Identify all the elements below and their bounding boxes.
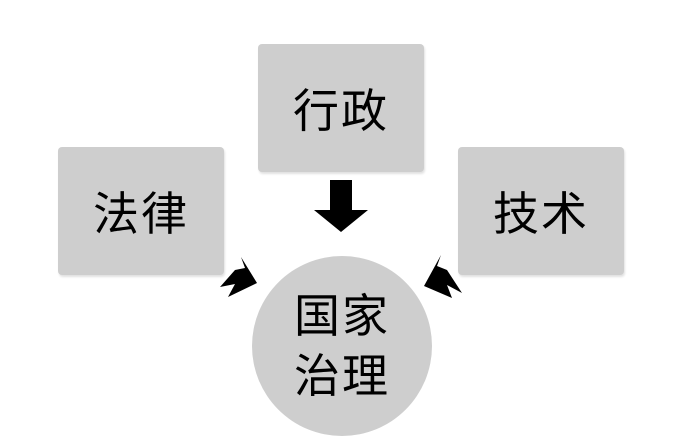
node-administration-label: 行政	[293, 84, 389, 138]
node-law: 法律	[58, 147, 224, 275]
node-law-label: 法律	[93, 187, 189, 241]
node-administration: 行政	[258, 44, 424, 172]
arrow-down-icon	[314, 180, 368, 232]
node-technology: 技术	[458, 147, 624, 275]
node-governance-line2: 治理	[294, 349, 390, 403]
node-governance-line1: 国家	[294, 289, 390, 343]
arrow-left-to-center-icon	[220, 257, 257, 297]
node-technology-label: 技术	[493, 187, 589, 241]
node-national-governance: 国家 治理	[252, 256, 432, 436]
arrow-right-to-center-icon	[424, 255, 462, 298]
